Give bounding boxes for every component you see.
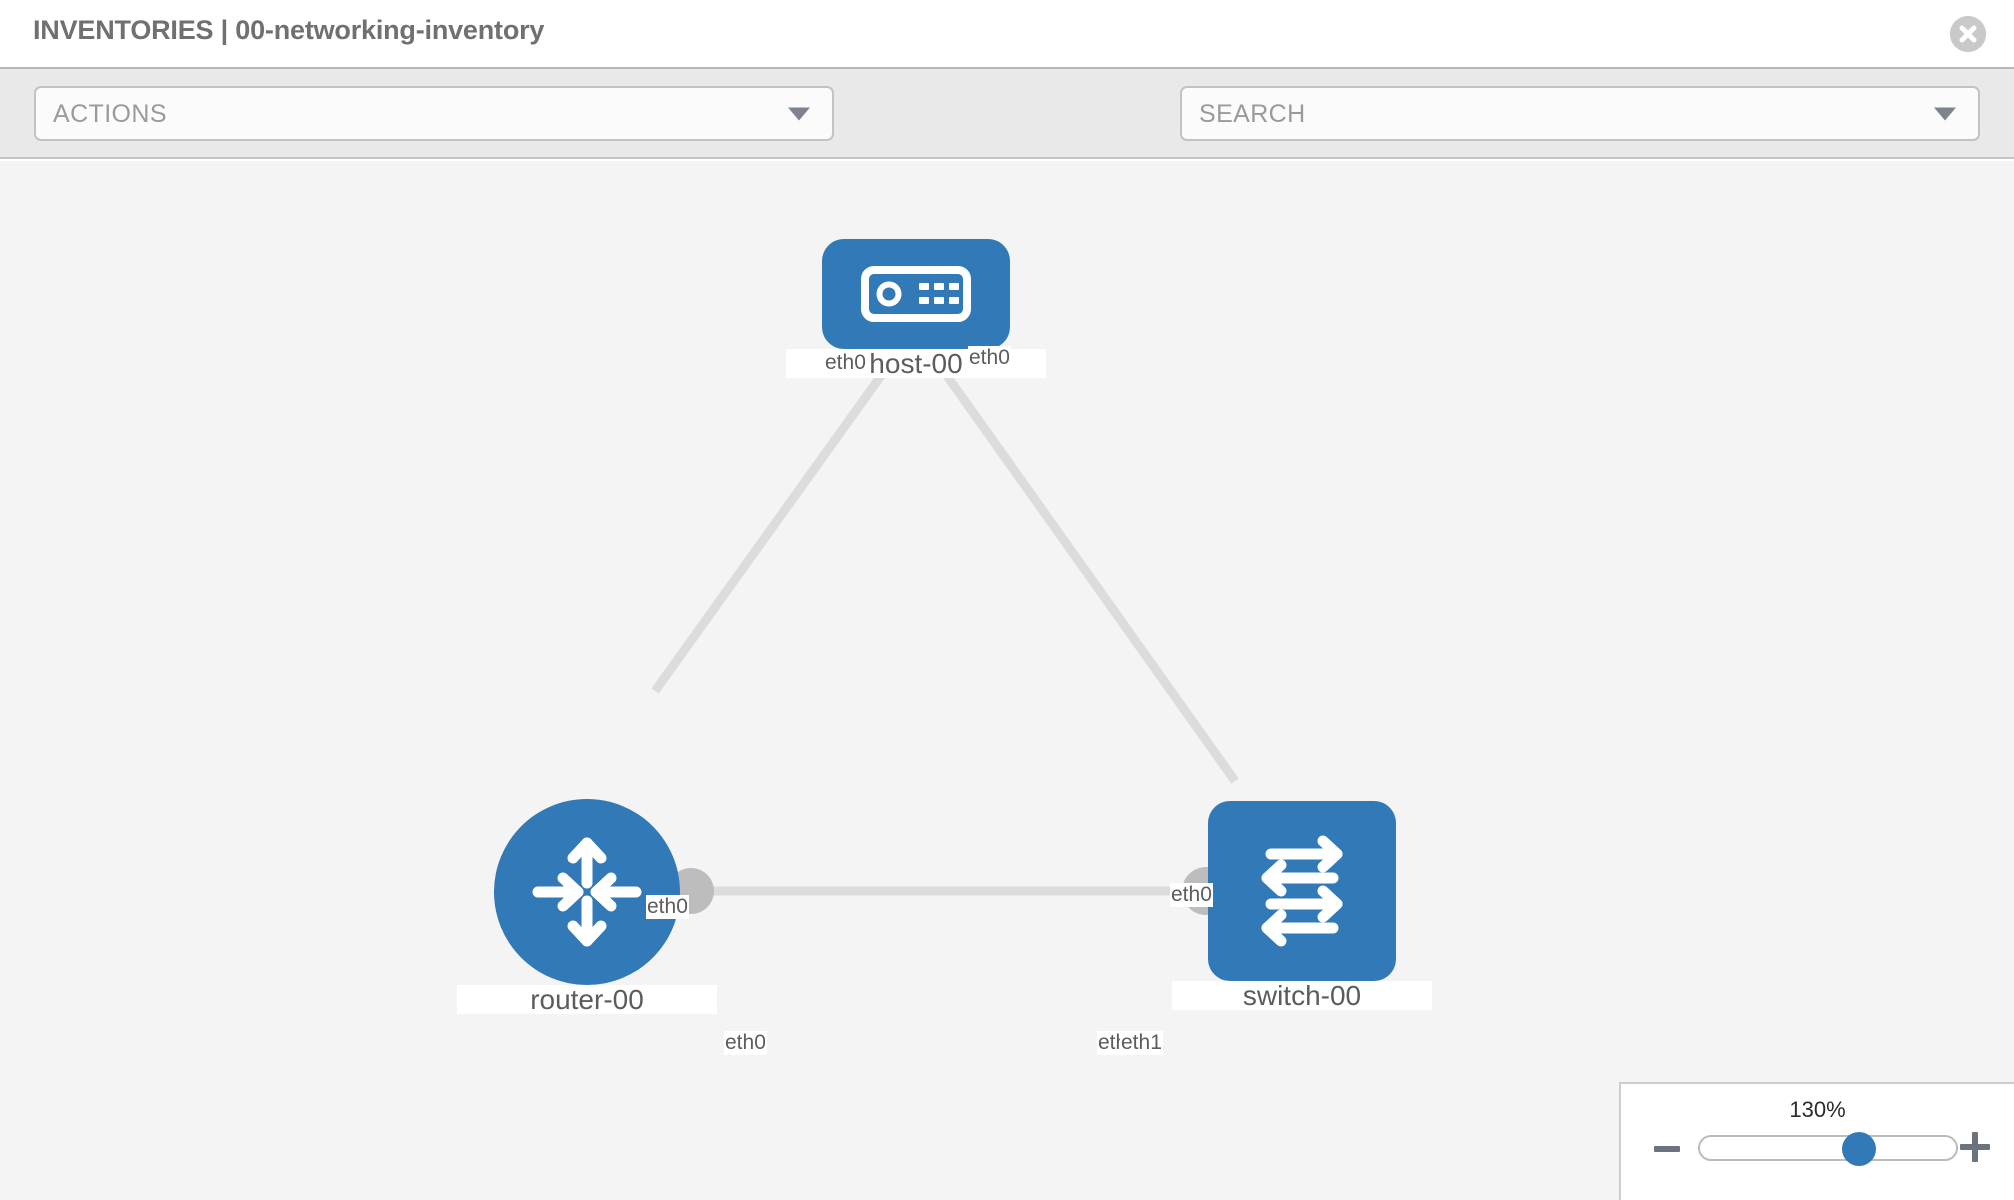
- zoom-slider-thumb[interactable]: [1842, 1132, 1876, 1166]
- topology-links: [651, 363, 1239, 896]
- page-header: INVENTORIES | 00-networking-inventory: [0, 0, 2014, 69]
- zoom-slider[interactable]: [1698, 1132, 1958, 1166]
- node-switch-00[interactable]: switch-00: [1172, 801, 1432, 1010]
- actions-dropdown[interactable]: ACTIONS: [34, 86, 834, 141]
- zoom-in-button[interactable]: [1960, 1132, 1990, 1162]
- topology-canvas[interactable]: host-00 router-00: [0, 161, 2014, 1200]
- edge-label-router-switch-near-switch: eth1: [1120, 1031, 1163, 1055]
- edge-label-router-switch-near-router: eth0: [724, 1031, 767, 1055]
- edge-label-host-switch-near-switch: eth0: [1170, 883, 1213, 907]
- edge-label-host-router-near-router: eth0: [646, 895, 689, 919]
- search-placeholder: SEARCH: [1199, 100, 1306, 128]
- node-switch-00-shape: [1208, 801, 1396, 981]
- page-title: INVENTORIES | 00-networking-inventory: [33, 15, 545, 45]
- zoom-out-button[interactable]: [1654, 1146, 1680, 1152]
- link-host-switch: [936, 363, 1239, 784]
- actions-dropdown-label: ACTIONS: [53, 100, 167, 128]
- chevron-down-icon: [788, 107, 810, 120]
- node-router-00[interactable]: router-00: [457, 799, 717, 1014]
- toolbar: ACTIONS SEARCH: [0, 69, 2014, 205]
- close-icon[interactable]: [1950, 16, 1986, 52]
- edge-label-host-router-near-host: eth0: [824, 351, 867, 375]
- router-arrows-icon: [532, 837, 642, 947]
- server-icon: [861, 266, 971, 322]
- edge-label-host-switch-near-host: eth0: [968, 346, 1011, 370]
- switch-arrows-icon: [1261, 835, 1343, 947]
- node-switch-00-label: switch-00: [1172, 981, 1432, 1010]
- node-host-00-shape: [822, 239, 1010, 349]
- node-router-00-shape: [494, 799, 680, 985]
- zoom-level-label: 130%: [1789, 1097, 1846, 1122]
- chevron-down-icon: [1934, 107, 1956, 120]
- node-host-00[interactable]: host-00: [786, 239, 1046, 378]
- node-router-00-label: router-00: [457, 985, 717, 1014]
- link-host-router: [651, 363, 892, 694]
- zoom-control-panel: 130%: [1619, 1082, 2014, 1200]
- search-input[interactable]: SEARCH: [1180, 86, 1980, 141]
